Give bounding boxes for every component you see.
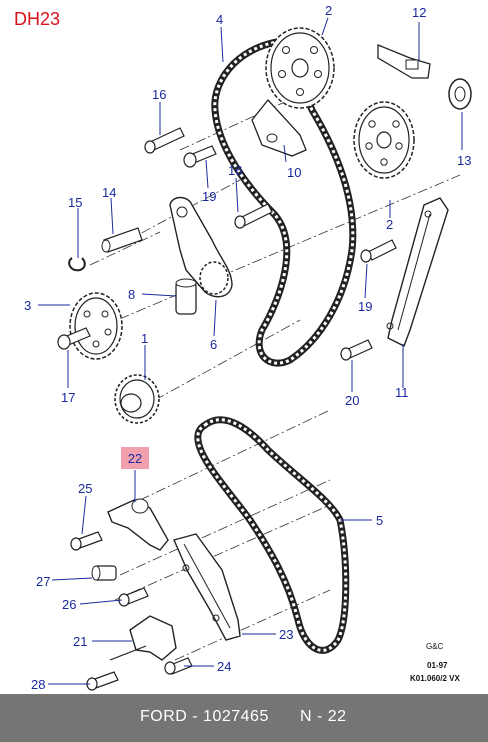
timing-chain-exploded-diagram	[38, 17, 472, 691]
seal-ring	[448, 78, 472, 110]
lower-timing-chain	[194, 416, 350, 654]
callout-19: 19	[202, 189, 217, 204]
chain-tensioner-guide	[251, 99, 307, 157]
hydraulic-chain-tensioner	[109, 615, 177, 661]
bolt	[340, 339, 373, 361]
callout-15: 15	[68, 195, 83, 210]
diagram-code: DH23	[14, 9, 61, 29]
bolt	[183, 145, 217, 168]
camshaft-sprocket-lower	[353, 101, 415, 179]
upper-timing-chain	[211, 36, 357, 367]
bolt	[234, 203, 273, 229]
bolt	[118, 587, 149, 607]
chain-guide	[386, 197, 449, 347]
stamp-line-3: K01.060/2 VX	[410, 674, 460, 683]
callout-5: 5	[376, 513, 384, 528]
callout-1: 1	[141, 331, 149, 346]
stamp-line-2: 01-97	[427, 661, 448, 670]
camshaft-sprocket-upper	[265, 27, 335, 109]
leader-lines	[38, 17, 463, 685]
stamp-line-1: G&C	[426, 642, 444, 651]
callout-25: 25	[78, 481, 93, 496]
bolt	[57, 327, 91, 350]
callout-16: 16	[152, 87, 167, 102]
callout-20: 20	[345, 393, 360, 408]
tensioner-lever	[107, 498, 169, 551]
callout-2: 2	[386, 217, 394, 232]
bolt	[70, 531, 103, 551]
callout-27: 27	[36, 574, 51, 589]
spacer	[91, 565, 117, 581]
callout-11: 11	[395, 385, 409, 400]
bolt	[86, 671, 119, 691]
callout-24: 24	[217, 659, 232, 674]
spring-clip	[68, 257, 86, 272]
callout-16: 16	[228, 163, 243, 178]
reference-text: N - 22	[300, 708, 347, 725]
tensioner-arm	[169, 196, 233, 298]
hydraulic-tensioner	[175, 278, 197, 315]
callout-10: 10	[287, 165, 302, 180]
crankshaft-sprocket	[114, 374, 160, 424]
callout-2: 2	[325, 3, 333, 18]
callout-8: 8	[128, 287, 136, 302]
callout-13: 13	[457, 153, 472, 168]
highlighted-callout-22: 22	[121, 447, 149, 469]
callout-28: 28	[31, 677, 46, 692]
callout-21: 21	[73, 634, 88, 649]
bolt	[360, 239, 397, 263]
oil-pump-sprocket	[69, 292, 123, 360]
callout-14: 14	[102, 185, 117, 200]
footer-bar: FORD - 1027465 N - 22	[0, 694, 488, 742]
pin	[101, 227, 143, 253]
callout-17: 17	[61, 390, 76, 405]
lower-chain-guide	[173, 533, 241, 641]
part-number-text: FORD - 1027465	[140, 708, 269, 725]
callout-3: 3	[24, 298, 32, 313]
bolt	[144, 127, 185, 154]
callout-23: 23	[279, 627, 294, 642]
callout-4: 4	[216, 12, 224, 27]
callout-26: 26	[62, 597, 77, 612]
callout-19: 19	[358, 299, 373, 314]
callout-12: 12	[412, 5, 427, 20]
bracket	[377, 44, 431, 79]
callout-22: 22	[127, 451, 143, 466]
callout-6: 6	[210, 337, 218, 352]
